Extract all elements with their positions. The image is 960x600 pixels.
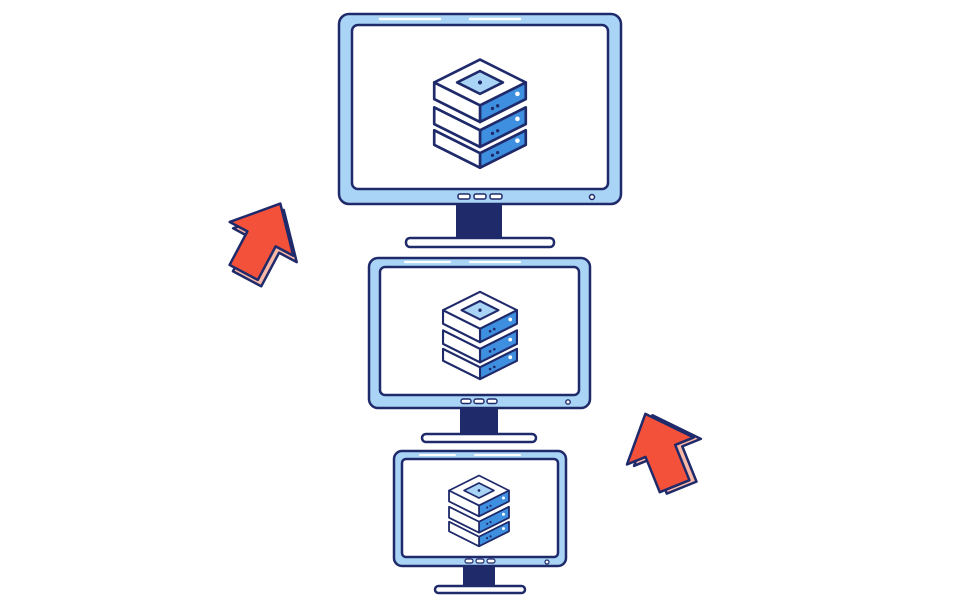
monitor-stand-base [404,236,556,249]
monitor-stand-neck [456,204,502,242]
monitor-large [337,12,623,249]
monitor-stand-neck [460,406,498,438]
monitor-stand-base [433,584,527,595]
arrow-up-icon [208,185,319,297]
monitor-small [392,449,568,595]
arrow-up-icon [610,396,717,505]
monitor-medium [367,256,592,444]
monitor-stand-base [420,432,538,444]
